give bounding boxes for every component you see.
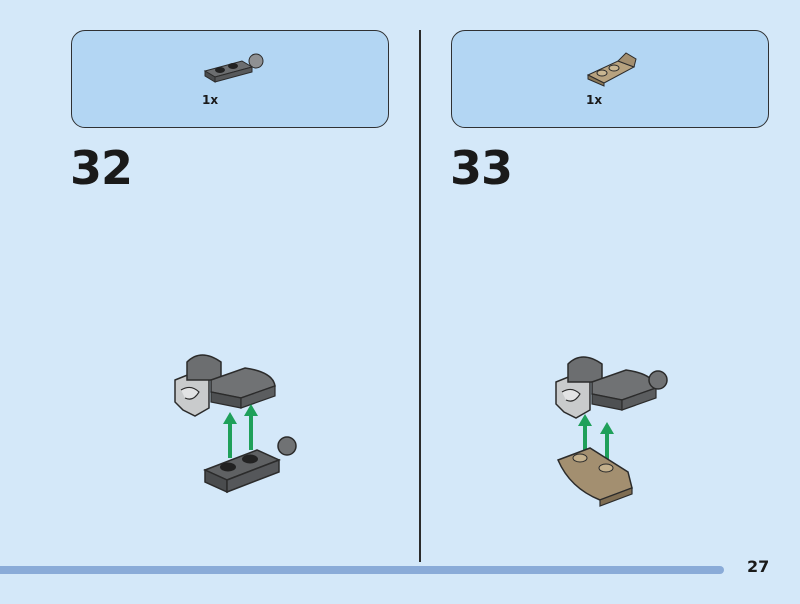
assembly-illustration: [555, 356, 668, 507]
progress-bar: [0, 566, 724, 574]
part-quantity: 1x: [586, 93, 603, 107]
step-number: 32: [70, 141, 133, 195]
part-quantity: 1x: [202, 93, 219, 107]
step-number: 33: [450, 141, 513, 195]
parts-callout-step-33: 1x: [451, 30, 769, 128]
curved-slope-tan-icon: [586, 52, 637, 87]
assembly-illustration: [174, 354, 297, 494]
plate-1x2-clip-icon: [203, 53, 264, 83]
column-divider: [419, 30, 421, 562]
parts-callout-step-32: 1x: [71, 30, 389, 128]
page-number: 27: [747, 557, 770, 576]
